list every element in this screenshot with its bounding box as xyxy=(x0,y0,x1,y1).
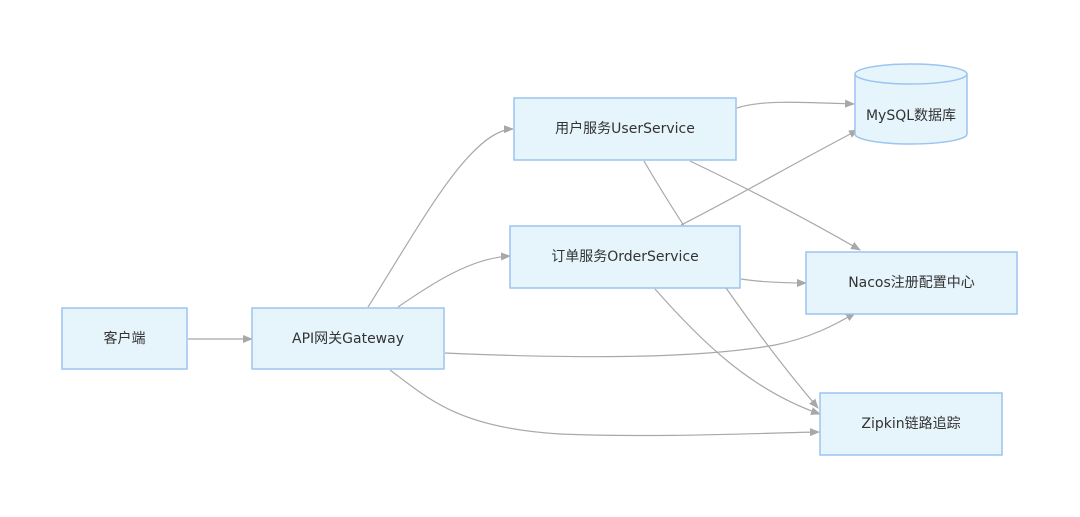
edge-order-service-nacos xyxy=(740,278,807,287)
edge-order-service-zipkin xyxy=(654,288,821,415)
node-nacos-label: Nacos注册配置中心 xyxy=(848,275,975,291)
node-user-service-label: 用户服务UserService xyxy=(555,120,695,137)
node-gateway: API网关Gateway xyxy=(251,307,445,370)
node-mysql-database: MySQL数据库 xyxy=(854,63,968,145)
node-zipkin-label: Zipkin链路追踪 xyxy=(861,416,960,432)
edge-gateway-order-service xyxy=(397,252,511,308)
node-client: 客户端 xyxy=(61,307,188,370)
database-cylinder-icon xyxy=(854,63,968,145)
edge-user-service-mysql xyxy=(736,99,855,109)
node-mysql-label: MySQL数据库 xyxy=(866,108,956,124)
node-user-service: 用户服务UserService xyxy=(513,97,737,161)
node-nacos: Nacos注册配置中心 xyxy=(805,251,1018,315)
edges xyxy=(188,99,861,437)
node-zipkin: Zipkin链路追踪 xyxy=(819,392,1003,456)
edge-gateway-nacos xyxy=(444,312,856,358)
node-order-service-label: 订单服务OrderService xyxy=(551,249,699,265)
edge-gateway-user-service xyxy=(367,125,514,308)
node-order-service: 订单服务OrderService xyxy=(509,225,741,289)
edge-gateway-zipkin xyxy=(389,369,820,437)
node-client-label: 客户端 xyxy=(104,330,146,347)
edge-order-service-mysql xyxy=(680,129,859,226)
node-gateway-label: API网关Gateway xyxy=(292,331,404,347)
edge-user-service-nacos xyxy=(689,160,861,251)
